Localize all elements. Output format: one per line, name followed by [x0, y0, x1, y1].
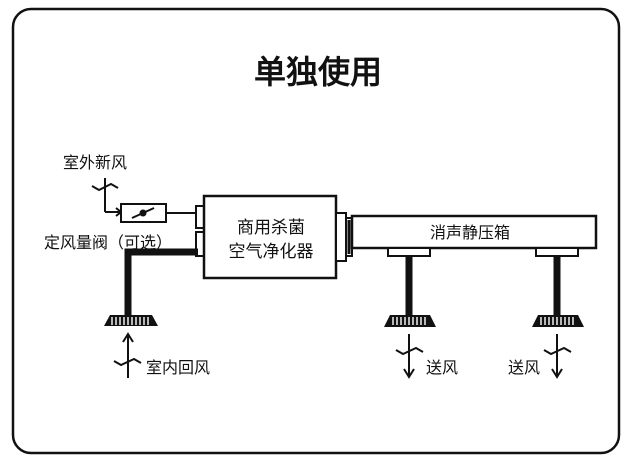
purifier-unit: [202, 194, 338, 280]
supply-2-grille: [532, 315, 584, 327]
supply-1-collar: [387, 247, 431, 257]
return-duct: [124, 248, 198, 315]
label-indoor-return: 室内回风: [146, 358, 210, 377]
label-damper: 定风量阀（可选）: [44, 233, 172, 252]
supply-1-grille: [384, 315, 436, 327]
return-grille: [104, 315, 158, 326]
label-supply-1: 送风: [426, 358, 458, 377]
damper-valve: [120, 203, 198, 223]
purifier-label-line1: 商用杀菌: [237, 218, 305, 238]
plenum-box: [350, 214, 598, 250]
supply-2-collar: [535, 247, 579, 257]
return-air-arrow: [113, 332, 142, 378]
label-supply-2: 送风: [508, 358, 540, 377]
purifier-label-line2: 空气净化器: [229, 242, 314, 262]
outlet-flange: [335, 212, 353, 262]
plenum-label: 消声静压箱: [430, 223, 510, 242]
supply-2-arrow: [543, 334, 572, 379]
diagram-title: 单独使用: [254, 53, 382, 91]
label-outdoor-air: 室外新风: [63, 153, 127, 172]
supply-1-arrow: [395, 334, 424, 379]
